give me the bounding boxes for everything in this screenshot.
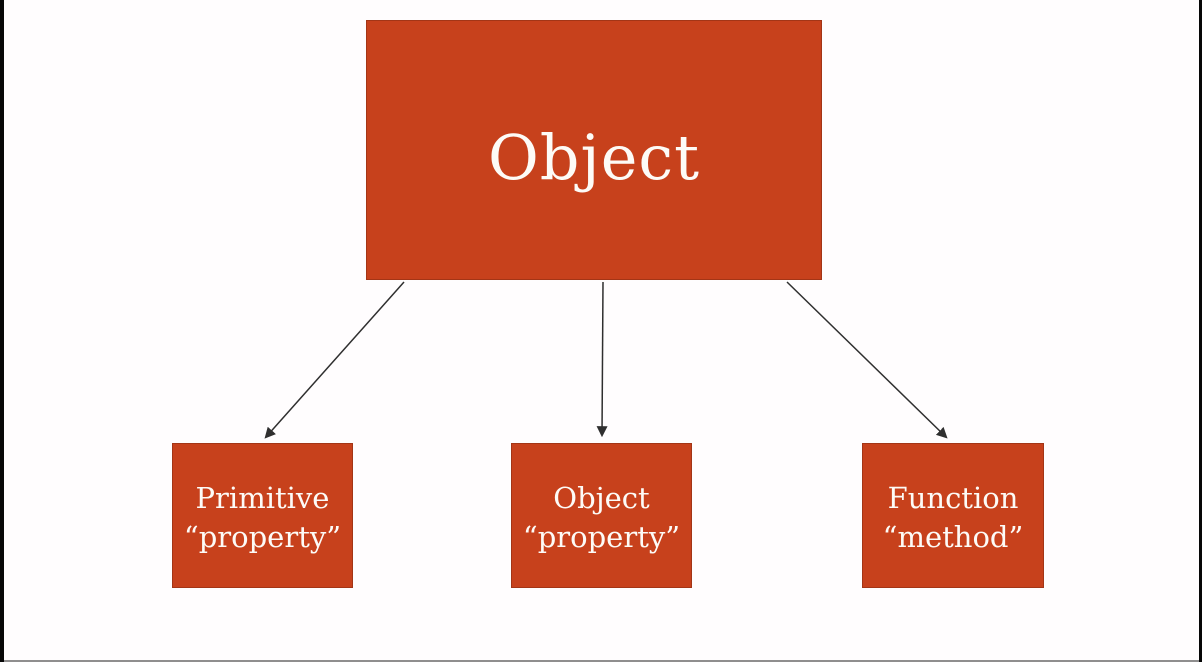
arrow-object-to-function	[786, 281, 948, 439]
arrow-object-to-primitive	[264, 281, 405, 439]
bottom-edge-bar	[0, 660, 1202, 662]
arrow-object-to-object-property	[596, 281, 608, 438]
node-object-label: Object	[487, 120, 701, 194]
node-object-property-title: Object	[553, 480, 650, 515]
node-primitive-subtitle: “property”	[183, 519, 342, 554]
left-edge-bar	[0, 0, 4, 662]
node-function-subtitle: “method”	[882, 519, 1024, 554]
node-primitive-property: Primitive “property”	[172, 443, 353, 588]
node-primitive-title: Primitive	[195, 480, 330, 515]
node-object: Object	[366, 20, 822, 280]
node-function-method: Function “method”	[862, 443, 1044, 588]
node-function-title: Function	[887, 480, 1019, 515]
node-object-property: Object “property”	[511, 443, 692, 588]
node-object-property-subtitle: “property”	[522, 519, 681, 554]
right-edge-bar	[1199, 0, 1202, 662]
